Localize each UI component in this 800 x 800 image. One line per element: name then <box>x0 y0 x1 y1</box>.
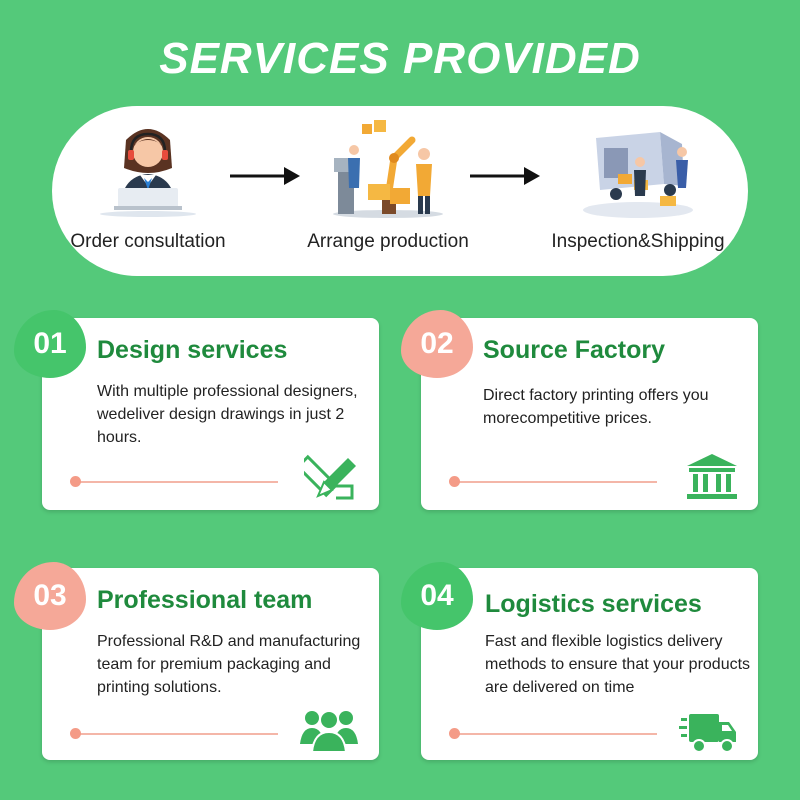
card-text: Direct factory printing offers you morec… <box>483 387 709 427</box>
card-number-badge: 01 <box>14 310 86 378</box>
card-text: With multiple professional designers, we… <box>97 383 358 446</box>
step-order-consultation: Order consultation <box>48 118 248 253</box>
card-title: Source Factory <box>483 336 666 364</box>
factory-robot-icon <box>333 120 443 218</box>
shipping-truck-icon <box>583 132 693 218</box>
divider-line <box>453 481 657 483</box>
team-icon <box>300 710 358 753</box>
card-design-services: 01 Design services With multiple profess… <box>14 310 379 510</box>
card-number-badge: 03 <box>14 562 86 630</box>
card-source-factory: 02 Source Factory Direct factory printin… <box>401 310 758 510</box>
divider-line <box>74 481 278 483</box>
page-title: SERVICES PROVIDED <box>159 34 641 83</box>
card-title: Design services <box>97 336 288 364</box>
card-title: Logistics services <box>485 590 702 618</box>
step-inspection-shipping: Inspection&Shipping <box>538 118 738 253</box>
arrow-right-icon <box>470 167 540 185</box>
divider-dot <box>449 476 460 487</box>
pencil-ruler-icon <box>304 454 356 500</box>
divider-dot <box>449 728 460 739</box>
divider-dot <box>70 476 81 487</box>
process-panel: Order consultation Arrange production <box>52 106 748 276</box>
arrow-right-icon <box>230 167 300 185</box>
divider-line <box>453 733 657 735</box>
card-text: Fast and flexible logistics delivery met… <box>485 633 751 696</box>
divider-dot <box>70 728 81 739</box>
card-title: Professional team <box>97 586 313 614</box>
card-text: Professional R&D and manufacturing team … <box>97 633 361 696</box>
customer-service-icon <box>100 129 196 217</box>
step-label: Inspection&Shipping <box>551 231 725 252</box>
card-professional-team: 03 Professional team Professional R&D an… <box>14 562 379 760</box>
step-arrange-production: Arrange production <box>288 118 488 253</box>
bank-building-icon <box>687 454 737 499</box>
divider-line <box>74 733 278 735</box>
step-label: Order consultation <box>70 231 226 252</box>
delivery-truck-icon <box>679 714 736 753</box>
card-logistics-services: 04 Logistics services Fast and flexible … <box>401 562 758 760</box>
card-number-badge: 02 <box>401 310 473 378</box>
card-number-badge: 04 <box>401 562 473 630</box>
step-label: Arrange production <box>307 231 469 252</box>
